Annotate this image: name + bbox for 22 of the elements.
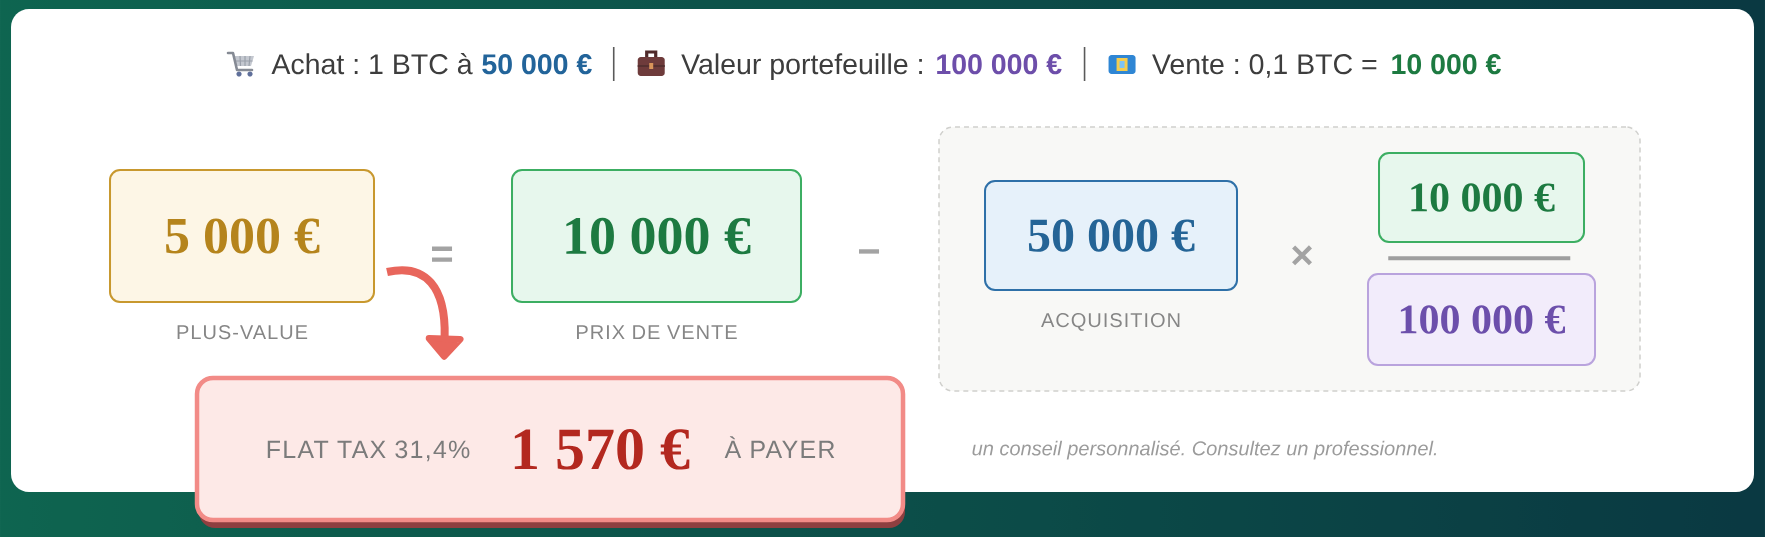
info-text: Achat : 1 BTC à (271, 53, 473, 75)
caption-text: PLUS-VALUE (177, 325, 308, 340)
result-box (194, 375, 906, 528)
caption-text: À PAYER (724, 436, 835, 458)
caption-text: ACQUISITION (1041, 313, 1180, 331)
disclaimer-text: un conseil personnalisé. Consultez un professionnel. (972, 440, 1437, 460)
operator-sign: = (432, 246, 453, 262)
value-box: 100 000 € (1367, 273, 1596, 366)
value-text: 10 000 € (1392, 54, 1501, 75)
amount-text: 1 570 € (514, 429, 690, 470)
value-box: 10 000 € (1378, 152, 1585, 243)
rate-text: FLAT TAX 31,4% (267, 440, 470, 462)
operator-sign: × (1292, 245, 1312, 266)
value-box: 5 000 € (109, 169, 375, 303)
value-box: 50 000 € (984, 180, 1238, 291)
caption-text: PRIX DE VENTE (577, 325, 737, 339)
info-text: Vente : 0,1 BTC = (1152, 54, 1377, 78)
value-box: 10 000 € (511, 169, 802, 303)
info-text: Valeur portefeuille : (681, 53, 922, 80)
value-text: 50 000 € (482, 54, 592, 75)
operator-sign: − (859, 249, 880, 254)
value-text: 100 000 € (937, 54, 1062, 75)
